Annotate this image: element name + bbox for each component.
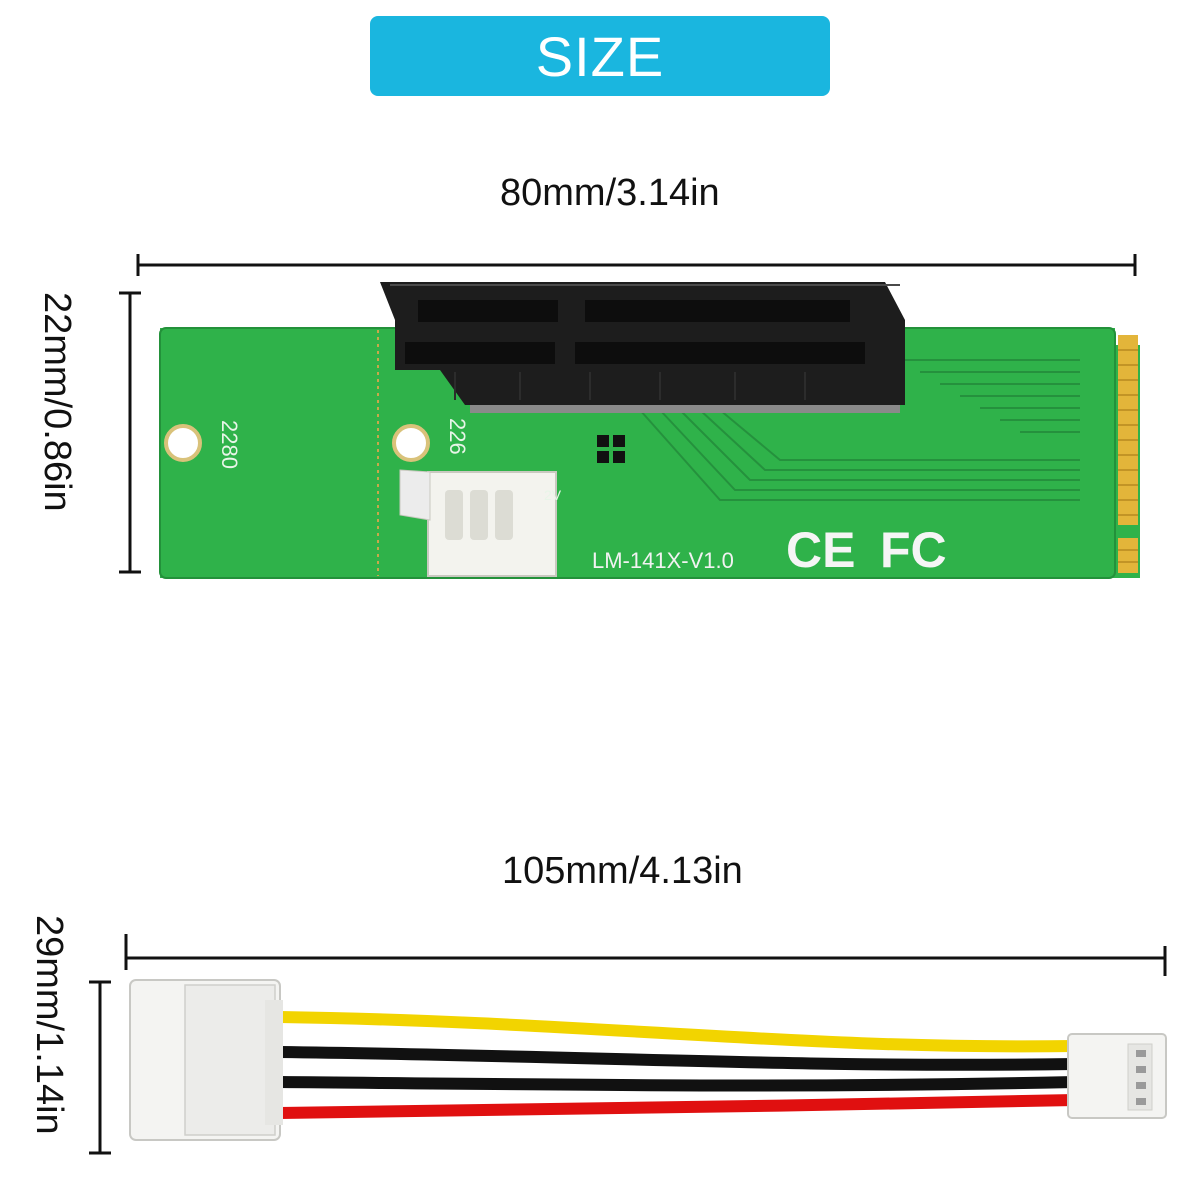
fan-power-connector bbox=[399, 469, 557, 577]
molex-connector bbox=[129, 979, 283, 1141]
m2-adapter-board: 2280 226 2V LM-141X-V1.0 CE FC bbox=[159, 282, 1140, 579]
model-label: LM-141X-V1.0 bbox=[592, 548, 734, 573]
power-adapter-cable bbox=[129, 979, 1167, 1141]
silk-2260: 226 bbox=[445, 418, 470, 455]
silk-2280: 2280 bbox=[217, 420, 242, 469]
cable-width-label: 105mm/4.13in bbox=[502, 850, 743, 892]
board-width-dimension-line bbox=[136, 254, 1137, 276]
mounting-hole-2280 bbox=[164, 424, 202, 462]
mounting-hole-2260 bbox=[392, 424, 430, 462]
smd-pad-group bbox=[597, 435, 625, 463]
size-banner-label: SIZE bbox=[535, 24, 665, 88]
size-banner: SIZE bbox=[370, 16, 830, 96]
gold-fingers bbox=[1118, 335, 1138, 573]
ce-mark: CE bbox=[786, 522, 855, 578]
pcie-x4-slot bbox=[380, 282, 905, 413]
fc-mark: FC bbox=[880, 522, 947, 578]
cable-width-dimension-line bbox=[124, 934, 1167, 976]
slot-pins bbox=[470, 405, 900, 413]
silk-12v: 2V bbox=[544, 487, 562, 503]
board-height-dimension-line bbox=[119, 291, 141, 574]
fan-4pin-connector bbox=[1067, 1033, 1167, 1119]
cable-height-dimension-line bbox=[89, 980, 111, 1155]
board-width-label: 80mm/3.14in bbox=[500, 172, 720, 214]
